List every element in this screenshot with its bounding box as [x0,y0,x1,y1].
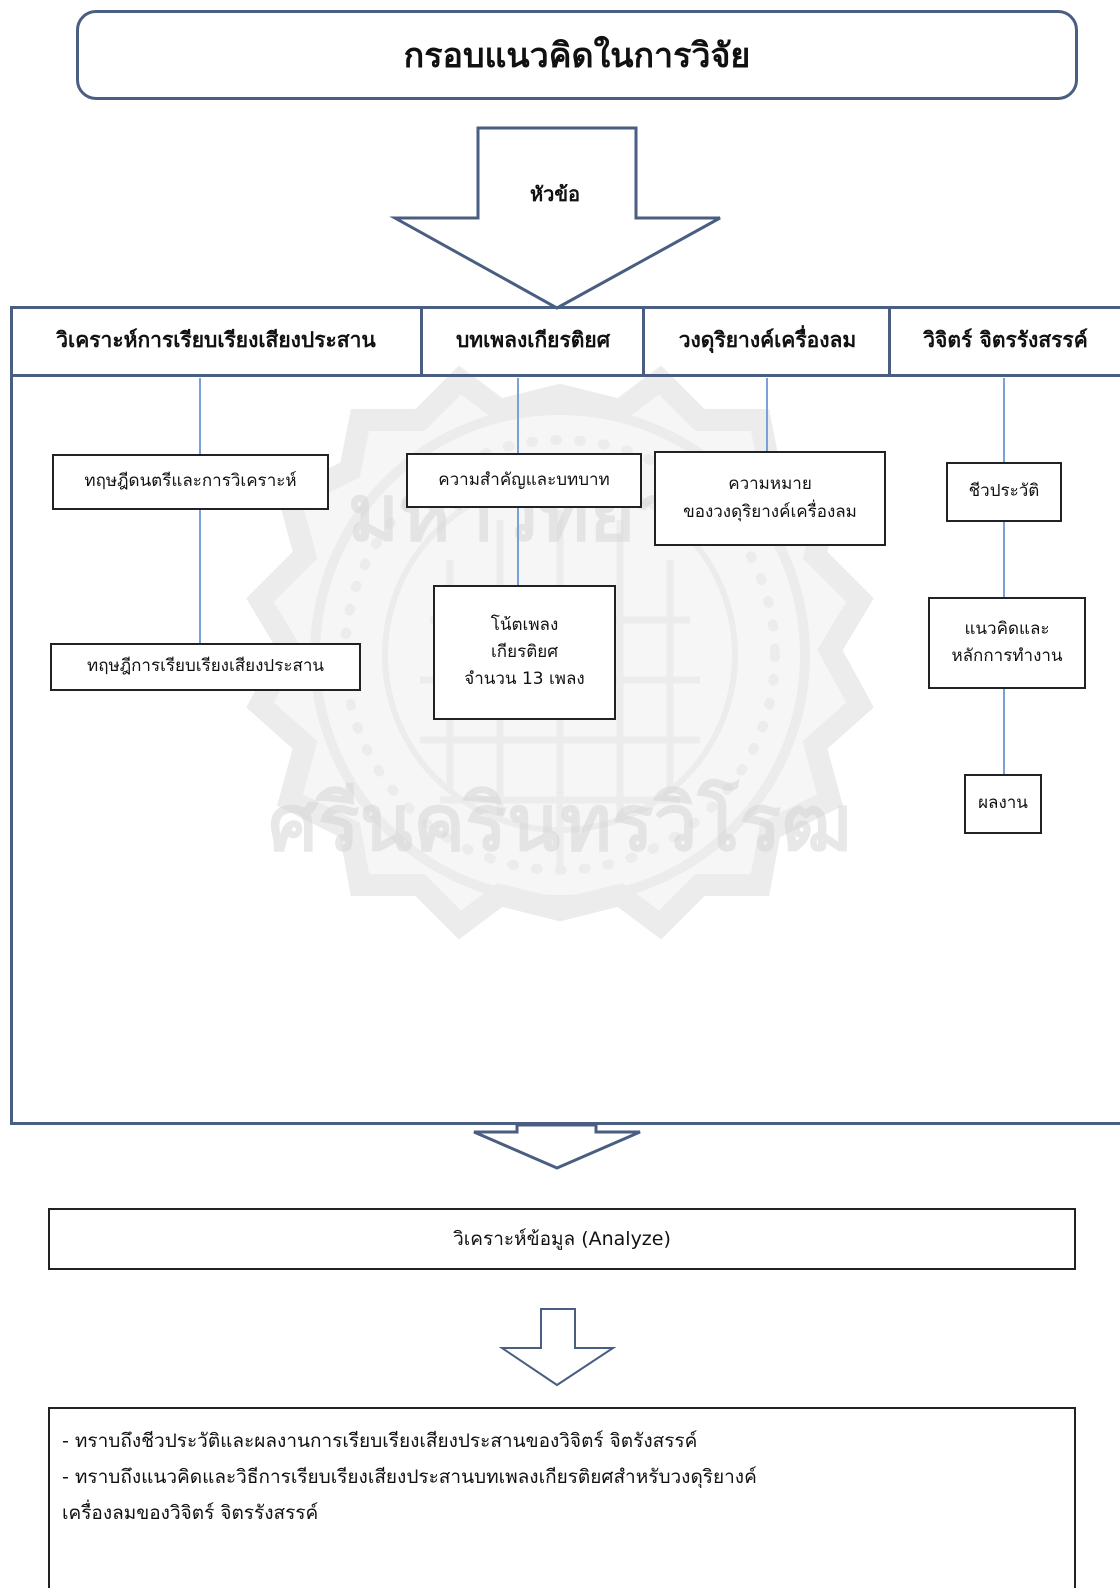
node-line: หลักการทำงาน [951,646,1063,666]
results-box: - ทราบถึงชีวประวัติและผลงานการเรียบเรียง… [48,1407,1076,1588]
topic-label: หัวข้อ [529,182,581,206]
node-works: ผลงาน [964,774,1042,834]
connector-line [199,378,201,456]
topics-header-row: วิเคราะห์การเรียบเรียงเสียงประสาน บทเพลง… [10,306,1120,377]
connector-line [199,510,201,645]
connector-line [766,378,768,452]
result-line: - ทราบถึงชีวประวัติและผลงานการเรียบเรียง… [62,1430,698,1452]
node-sheet-music: โน้ตเพลง เกียรติยศ จำนวน 13 เพลง [433,585,616,720]
header-divider [420,306,423,374]
topic-arrow [389,126,721,310]
node-music-theory: ทฤษฎีดนตรีและการวิเคราะห์ [52,454,329,510]
connector-line [517,378,519,453]
node-line: โน้ตเพลง [490,614,559,635]
node-harmony-theory: ทฤษฎีการเรียบเรียงเสียงประสาน [50,643,361,691]
header-wind-ensemble: วงดุริยางค์เครื่องลม [678,327,857,352]
node-line: แนวคิดและ [964,618,1050,639]
connector-line [1003,689,1005,775]
node-line: ของวงดุริยางค์เครื่องลม [683,501,857,522]
connector-line [517,508,519,586]
header-honor-songs: บทเพลงเกียรติยศ [455,327,611,352]
header-harmony-analysis: วิเคราะห์การเรียบเรียงเสียงประสาน [56,327,376,352]
connector-line [1003,378,1005,462]
node-wind-ensemble-meaning: ความหมาย ของวงดุริยางค์เครื่องลม [654,451,886,546]
result-line: เครื่องลมของวิจิตร์ จิตรรังสรรค์ [62,1502,319,1524]
node-importance-role: ความสำคัญและบทบาท [406,453,642,508]
diagram-title: กรอบแนวคิดในการวิจัย [76,10,1078,100]
node-line: ความหมาย [728,474,812,495]
node-concepts-principles: แนวคิดและ หลักการทำงาน [928,597,1086,689]
header-divider [642,306,645,374]
header-divider [888,306,891,374]
node-line: จำนวน 13 เพลง [464,669,585,690]
header-wijit: วิจิตร์ จิตรรังสรรค์ [923,327,1088,352]
result-line: - ทราบถึงแนวคิดและวิธีการเรียบเรียงเสียง… [62,1466,757,1488]
analyze-arrow [473,1123,641,1170]
topics-frame [10,306,1120,1125]
analyze-box: วิเคราะห์ข้อมูล (Analyze) [48,1208,1076,1270]
results-arrow [498,1308,617,1387]
node-line: เกียรติยศ [491,641,558,662]
connector-line [1003,522,1005,598]
svg-text:ศรีนครินทรวิโรฒ: ศรีนครินทรวิโรฒ [268,777,851,869]
node-biography: ชีวประวัติ [946,462,1062,522]
